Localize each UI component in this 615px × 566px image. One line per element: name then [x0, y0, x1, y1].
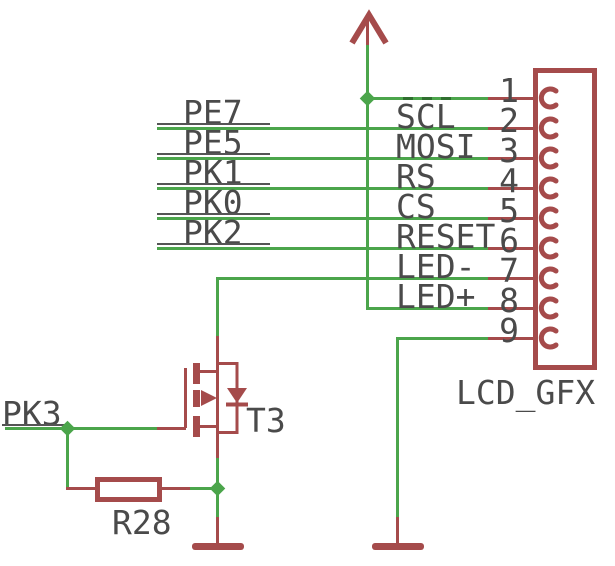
- pin-name-led-plus: LED+: [396, 277, 476, 316]
- wire-led-minus-vertical[interactable]: [216, 277, 219, 337]
- wire-pk3-to-r28[interactable]: [66, 430, 69, 487]
- mosfet-drain-source-line[interactable]: [216, 336, 219, 458]
- wire-vcc-vertical[interactable]: [366, 45, 369, 309]
- net-label-pk3-underline: [2, 424, 66, 426]
- mosfet-gate-bar: [184, 368, 187, 428]
- connector-pin-sockets: [538, 86, 559, 350]
- pin-name-reset: RESET: [396, 217, 496, 256]
- wire-net-pk0[interactable]: [157, 217, 488, 220]
- gnd-symbol-1[interactable]: [192, 543, 244, 550]
- wire-pin1-netname-dashes: [403, 97, 455, 100]
- wire-net-pe5[interactable]: [157, 157, 488, 160]
- pin-name-mosi: MOSI: [396, 127, 476, 166]
- net-label-pe5-underline: [157, 153, 270, 155]
- pin-stub-5[interactable]: [488, 217, 533, 220]
- pin-socket-arc-1[interactable]: [538, 86, 559, 110]
- wire-source-to-gnd[interactable]: [216, 458, 219, 518]
- net-label-pe7-underline: [157, 123, 270, 125]
- pin-socket-arc-6[interactable]: [538, 236, 559, 260]
- pin-socket-arc-5[interactable]: [538, 206, 559, 230]
- pin-name-cs: CS: [396, 187, 436, 226]
- vcc-arrow-icon[interactable]: [349, 9, 389, 45]
- net-label-pk2-underline: [157, 243, 270, 245]
- wire-pin9-vertical[interactable]: [396, 337, 399, 518]
- pin-stub-4[interactable]: [488, 187, 533, 190]
- pin-number-9: 9: [499, 311, 519, 350]
- wire-led-minus[interactable]: [217, 277, 488, 280]
- body-diode-triangle-icon: [227, 388, 247, 403]
- pin-stub-3[interactable]: [488, 157, 533, 160]
- pin-number-5: 5: [499, 191, 519, 230]
- pin-name-scl: SCL: [396, 97, 456, 136]
- transistor-ref-label[interactable]: T3: [246, 401, 286, 440]
- pin-number-2: 2: [499, 101, 519, 140]
- r28-right-stub[interactable]: [162, 487, 190, 490]
- wire-net-pk2[interactable]: [157, 247, 488, 250]
- mosfet-body-dash: [193, 390, 200, 407]
- pin-socket-arc-2[interactable]: [538, 116, 559, 140]
- wire-net-pe7[interactable]: [157, 127, 488, 130]
- pin-socket-arc-4[interactable]: [538, 176, 559, 200]
- vcc-arrow-shaft[interactable]: [366, 18, 369, 46]
- connector-body[interactable]: [533, 68, 597, 370]
- pin-stub-2[interactable]: [488, 127, 533, 130]
- pin-name-led-minus: LED-: [396, 247, 476, 286]
- pin-number-4: 4: [499, 161, 519, 200]
- gnd2-stub[interactable]: [396, 517, 399, 544]
- connector-ref-label[interactable]: LCD_GFX: [456, 373, 596, 412]
- mosfet-source-dash: [193, 416, 200, 437]
- pin-stub-8[interactable]: [488, 307, 533, 310]
- r28-left-stub[interactable]: [66, 487, 97, 490]
- gnd1-stub[interactable]: [216, 517, 219, 544]
- pin-socket-arc-9[interactable]: [538, 326, 559, 350]
- pin-number-6: 6: [499, 221, 519, 260]
- gnd-symbol-2[interactable]: [372, 543, 424, 550]
- pin-number-1: 1: [499, 71, 519, 110]
- resistor-body[interactable]: [95, 477, 162, 502]
- wire-pk3[interactable]: [5, 427, 158, 430]
- pin-socket-arc-8[interactable]: [538, 296, 559, 320]
- pin-stub-1[interactable]: [488, 97, 533, 100]
- net-label-pk0-underline: [157, 213, 270, 215]
- pin-stub-6[interactable]: [488, 247, 533, 250]
- wire-r28-to-source[interactable]: [190, 487, 218, 490]
- wire-pin9-gnd[interactable]: [397, 337, 488, 340]
- pin-name-rs: RS: [396, 157, 436, 196]
- pin-number-7: 7: [499, 251, 519, 290]
- mosfet-channel-arrow-icon: [201, 390, 217, 406]
- pin-socket-arc-7[interactable]: [538, 266, 559, 290]
- mosfet-drain-dash: [193, 363, 200, 384]
- wire-led-plus[interactable]: [366, 307, 488, 310]
- mosfet-symbol[interactable]: [184, 362, 248, 437]
- pin-socket-arc-3[interactable]: [538, 146, 559, 170]
- pin-stub-9[interactable]: [488, 337, 533, 340]
- net-label-pk1-underline: [157, 183, 270, 185]
- pin-stub-7[interactable]: [488, 277, 533, 280]
- resistor-ref-label[interactable]: R28: [112, 503, 172, 542]
- mosfet-gate-stub[interactable]: [157, 427, 186, 430]
- wire-net-pk1[interactable]: [157, 187, 488, 190]
- pin-number-3: 3: [499, 131, 519, 170]
- pin-number-8: 8: [499, 281, 519, 320]
